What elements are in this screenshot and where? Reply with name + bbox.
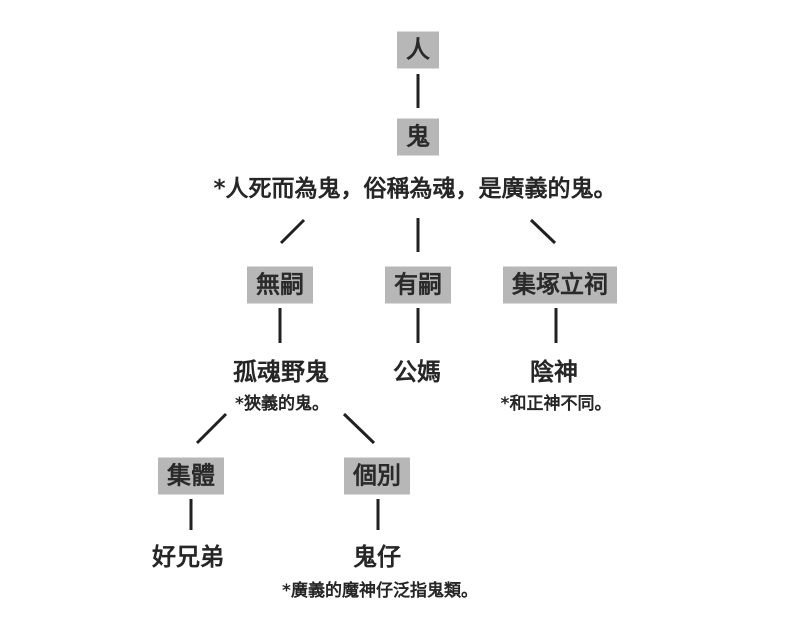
label-ancestors: 公媽 (393, 358, 441, 386)
note-different-from-proper-gods: *和正神不同。 (500, 393, 612, 414)
arrow-caption-to-jizhonglici (529, 218, 557, 245)
ghost-definition-caption: *人死而為鬼，俗稱為魂，是廣義的鬼。 (213, 176, 617, 203)
arrow-caption-to-wusi (279, 218, 306, 245)
node-condition-collective: 集體 (158, 457, 224, 495)
label-little-ghost: 鬼仔 (353, 543, 401, 571)
arrow-guhunyegui-to-gebie (342, 412, 376, 445)
node-person: 人 (397, 31, 439, 69)
note-narrow-sense-ghost: *狹義的鬼。 (235, 393, 329, 414)
node-ghost: 鬼 (397, 118, 439, 156)
arrow-guhunyegui-to-jiti (195, 412, 228, 445)
note-moshenzai-broad-sense: *廣義的魔神仔泛指鬼類。 (282, 580, 478, 601)
node-condition-collective-shrine: 集塚立祠 (503, 266, 617, 304)
node-condition-individual: 個別 (344, 457, 410, 495)
label-yin-deity: 陰神 (530, 358, 578, 386)
label-wandering-ghosts: 孤魂野鬼 (233, 358, 329, 386)
label-good-brothers: 好兄弟 (152, 543, 224, 571)
node-condition-has-heir: 有嗣 (385, 266, 451, 304)
node-condition-no-heir: 無嗣 (247, 266, 313, 304)
